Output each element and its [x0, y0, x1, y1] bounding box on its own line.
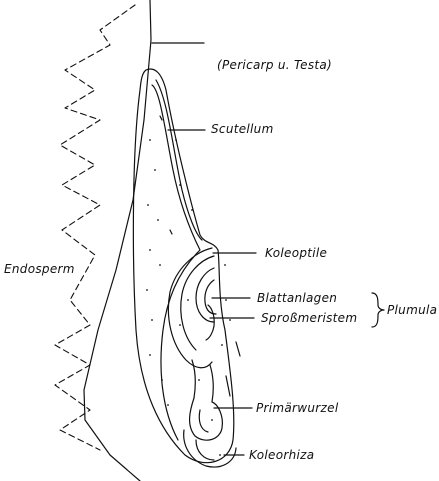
primaerwurzel-label: Primärwurzel	[256, 401, 338, 415]
axis-line-2	[210, 365, 213, 402]
internal-mark	[170, 230, 172, 234]
internal-mark	[236, 342, 240, 356]
primaerwurzel-shape	[190, 398, 223, 440]
koleoptile-shape	[168, 248, 212, 368]
endosperm-boundary	[55, 5, 135, 450]
plumula-label: Plumula	[387, 303, 437, 317]
pericarp-label: (Pericarp u. Testa)	[217, 58, 332, 72]
sprossmeristem-label: Sproßmeristem	[261, 311, 357, 325]
blattanlagen-inner	[205, 280, 216, 314]
koleorhiza-label: Koleorhiza	[249, 448, 314, 462]
koleorhiza-inner	[196, 440, 214, 460]
scutellum-label: Scutellum	[211, 122, 274, 136]
plumula-brace	[372, 293, 384, 327]
endosperm-label: Endosperm	[4, 262, 75, 276]
koleorhiza-shape	[184, 430, 236, 467]
internal-mark	[160, 116, 162, 120]
seed-coat-line	[84, 0, 151, 481]
blattanlagen-label: Blattanlagen	[257, 291, 337, 305]
primaerwurzel-inner	[199, 410, 208, 432]
koleoptile-label: Koleoptile	[265, 246, 327, 260]
internal-mark	[226, 376, 230, 396]
